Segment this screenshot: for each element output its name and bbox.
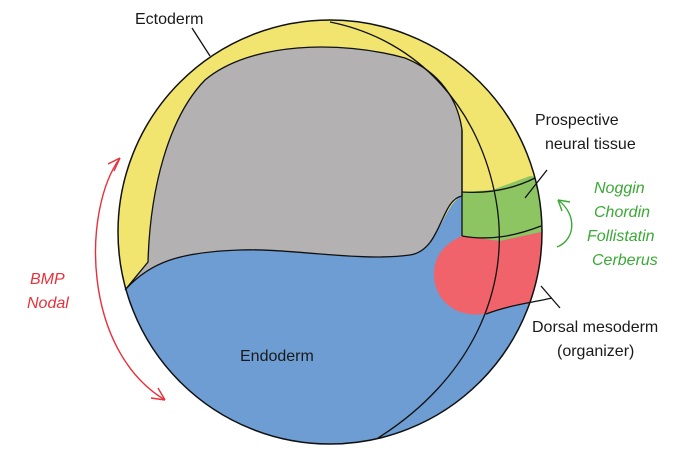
- endoderm-label: Endoderm: [240, 348, 314, 365]
- ectoderm-leader: [192, 28, 210, 56]
- mesoderm-label-line1: Dorsal mesoderm: [532, 319, 658, 336]
- ectoderm-label: Ectoderm: [135, 11, 203, 28]
- signal-nodal: Nodal: [27, 295, 69, 312]
- neural-tissue-label-line2: neural tissue: [545, 136, 636, 153]
- signal-follistatin: Follistatin: [587, 228, 655, 245]
- neural-tissue-label-line1: Prospective: [535, 112, 619, 129]
- signal-noggin: Noggin: [594, 180, 645, 197]
- signal-bmp: BMP: [30, 271, 65, 288]
- signal-chordin: Chordin: [594, 204, 650, 221]
- mesoderm-label-line2: (organizer): [557, 343, 634, 360]
- signal-cerberus: Cerberus: [592, 252, 658, 269]
- mesoderm-leader: [541, 286, 560, 308]
- dorsal-signal-arrow: [557, 200, 572, 247]
